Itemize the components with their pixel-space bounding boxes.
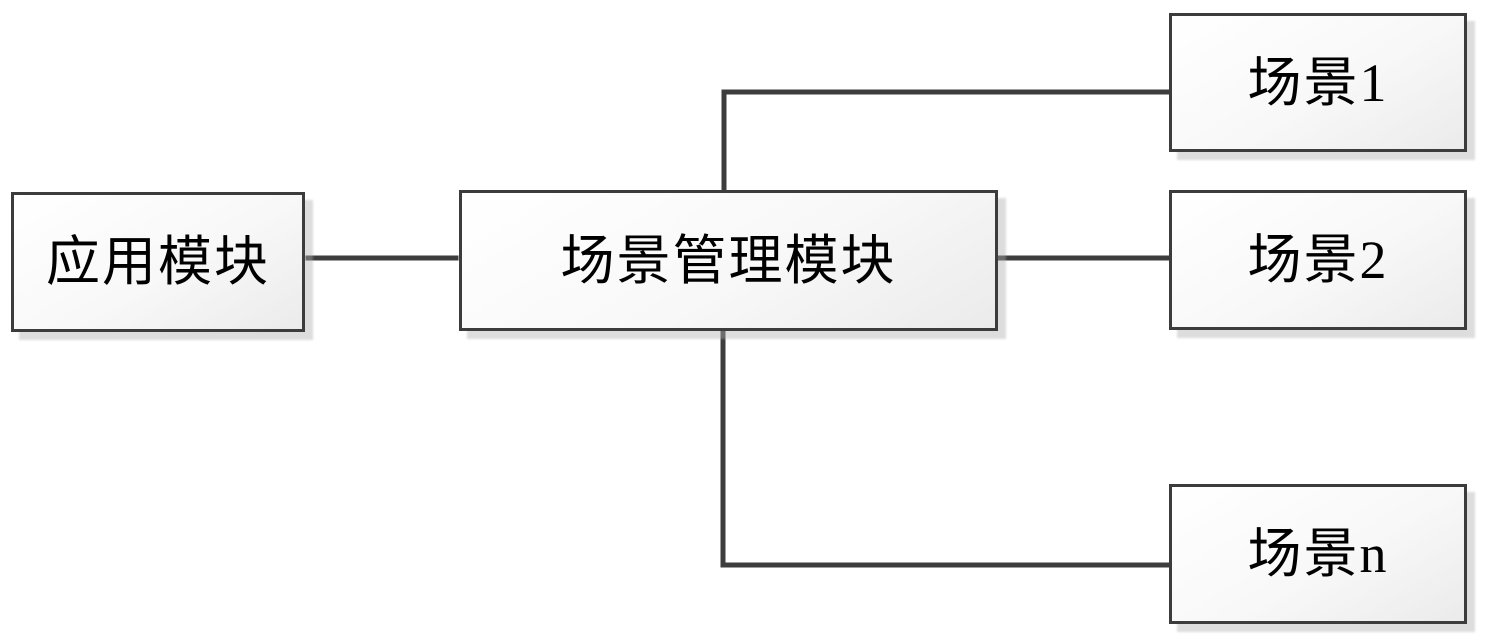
node-application-module-label: 应用模块 [46,232,270,292]
node-application-module: 应用模块 [11,192,305,332]
node-scene-2-label: 场景2 [1247,230,1389,290]
node-scene-management-module: 场景管理模块 [459,190,998,331]
node-scene-2: 场景2 [1169,190,1467,330]
node-scene-1-label: 场景1 [1247,52,1389,113]
node-scene-n-label: 场景n [1247,524,1389,584]
node-scene-n: 场景n [1169,484,1467,624]
node-scene-management-module-label: 场景管理模块 [560,230,897,291]
node-scene-1: 场景1 [1169,13,1467,152]
